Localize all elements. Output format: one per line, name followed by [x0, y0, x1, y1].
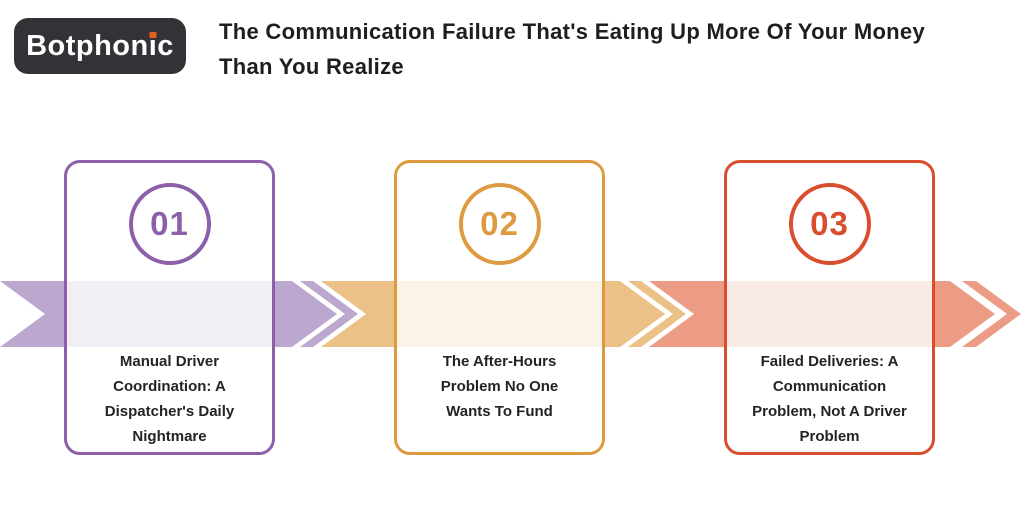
logo-text: Botphonic — [26, 29, 174, 62]
step-2-label: The After-Hours Problem No One Wants To … — [440, 353, 559, 420]
flow-chevron-step3 — [962, 281, 1021, 347]
flow-chevron-step2 — [628, 281, 686, 347]
step-card-2: 02 The After-Hours Problem No One Wants … — [394, 160, 605, 455]
step-3-number: 03 — [810, 205, 849, 242]
step-3-number-badge: 03 — [788, 183, 871, 265]
flow-chevron-step1 — [300, 281, 358, 347]
page-title: The Communication Failure That's Eating … — [219, 19, 925, 79]
step-card-1: 01 Manual Driver Coordination: A Dispatc… — [64, 160, 275, 455]
step-2-number: 02 — [480, 205, 519, 242]
step-3-label: Failed Deliveries: A Communication Probl… — [752, 353, 907, 445]
step-1-number: 01 — [150, 205, 189, 242]
step-card-3: 03 Failed Deliveries: A Communication Pr… — [724, 160, 935, 455]
botphonic-logo[interactable]: Botphonic — [14, 18, 186, 74]
logo-i-orange-dot: i — [148, 29, 158, 62]
step-1-label: Manual Driver Coordination: A Dispatcher… — [104, 353, 235, 445]
step-2-number-badge: 02 — [458, 183, 541, 265]
step-1-number-badge: 01 — [128, 183, 211, 265]
